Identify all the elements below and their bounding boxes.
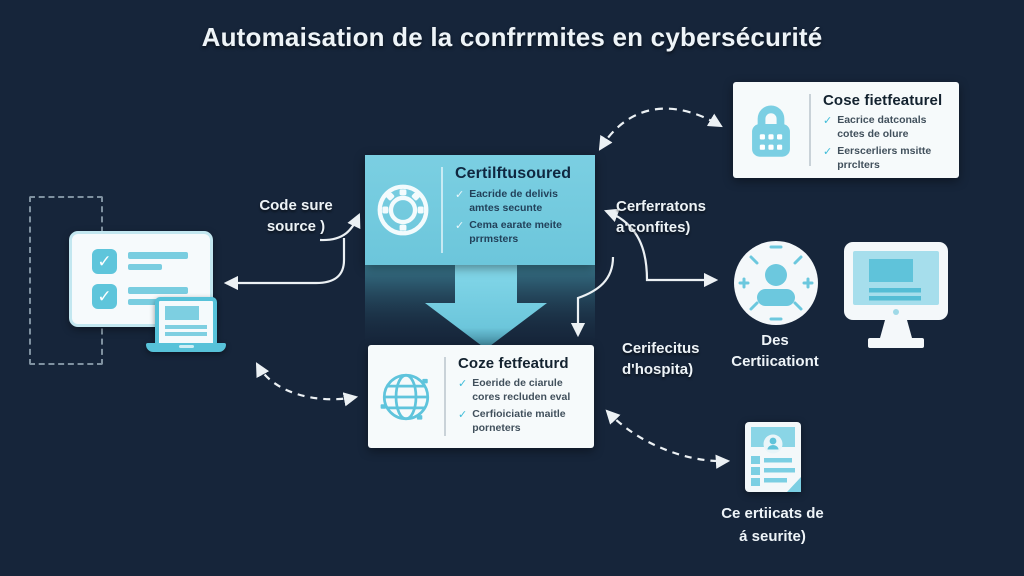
- card-item-text: Eacrice datconals cotes de olure: [837, 114, 927, 140]
- laptop-notch: [179, 345, 194, 348]
- check-icon: ✓: [455, 189, 465, 201]
- text-line-bar: [128, 287, 188, 294]
- label-des-certification: Des Certiicationt: [695, 330, 855, 372]
- card-title: Certilftusoured: [455, 165, 572, 182]
- checkbox-checked-icon: ✓: [92, 249, 117, 274]
- card-list-item: ✓ Eacrice datconals cotes de olure: [823, 114, 951, 141]
- card-divider: [809, 94, 811, 166]
- label-line: Cerifecitus: [622, 340, 700, 357]
- check-icon: ✓: [455, 220, 465, 233]
- label-line: Ce ertiicats de: [721, 505, 824, 522]
- card-item-text: Cerfioiciatie maitle porneters: [472, 408, 566, 434]
- card-title: Coze fetfeaturd: [458, 355, 569, 372]
- monitor-icon: [842, 240, 952, 358]
- check-icon: ✓: [458, 378, 468, 390]
- card-item-text: Eerscerliers msitte prrclters: [837, 145, 932, 171]
- laptop-screen-block: [165, 306, 199, 320]
- card-globe-features: Coze fetfeaturd ✓ Eoeride de ciarule cor…: [368, 345, 594, 448]
- card-divider: [444, 357, 446, 436]
- card-list-item: ✓ Cema earate meite prrmsters: [455, 219, 583, 246]
- card-list-item: ✓ Eoeride de ciarule cores recluden eval: [458, 377, 586, 404]
- card-list-item: ✓ Eacride de delivis amtes secunte: [455, 188, 583, 215]
- check-icon: ✓: [458, 409, 468, 422]
- label-line: Cerferratons: [616, 198, 707, 215]
- checkbox-checked-icon: ✓: [92, 284, 117, 309]
- card-title: Cose fietfeaturel: [823, 92, 943, 109]
- check-icon: ✓: [823, 115, 833, 127]
- card-list-item: ✓ Cerfioiciatie maitle porneters: [458, 408, 586, 435]
- laptop-screen-line: [165, 332, 207, 336]
- checklist-row: ✓: [92, 284, 202, 310]
- text-line-bar: [128, 252, 188, 259]
- label-hospita: Cerifecitus d'hospita): [622, 338, 742, 380]
- globe-icon: [368, 345, 444, 448]
- label-line: á seurite): [739, 528, 806, 546]
- label-certificate-securite: Ce ertiicats de á seurite): [690, 502, 855, 549]
- card-lock-features: Cose fietfeaturel ✓ Eacrice datconals co…: [733, 82, 959, 178]
- label-line: source ): [266, 218, 326, 235]
- lock-icon: [733, 82, 809, 178]
- card-item-text: Eacride de delivis amtes secunte: [469, 188, 558, 214]
- person-certification-icon: [731, 238, 821, 328]
- seal-wheel-icon: [365, 155, 441, 265]
- page-title: Automaisation de la confrrmites en cyber…: [201, 22, 823, 52]
- card-list-item: ✓ Eerscerliers msitte prrclters: [823, 145, 951, 172]
- laptop-screen-line: [165, 325, 207, 329]
- card-divider: [441, 167, 443, 253]
- laptop-icon: [146, 297, 226, 352]
- laptop-screen: [155, 297, 217, 347]
- checklist-row: ✓: [92, 249, 202, 275]
- label-code-source: Code sure source ): [236, 195, 356, 237]
- check-icon: ✓: [823, 146, 833, 159]
- label-confites: Cerferratons a'confites): [616, 196, 746, 238]
- card-certification-central: Certilftusoured ✓ Eacride de delivis amt…: [365, 155, 595, 265]
- label-line: Des: [761, 332, 789, 349]
- card-item-text: Cema earate meite prrmsters: [469, 219, 563, 245]
- label-line: a'confites): [616, 219, 691, 236]
- checklist-screen: ✓ ✓: [69, 231, 213, 327]
- certificate-document-icon: [744, 421, 802, 493]
- card-item-text: Eoeride de ciarule cores recluden eval: [472, 377, 571, 403]
- text-line-bar: [128, 299, 162, 305]
- label-line: d'hospita): [622, 361, 694, 378]
- label-line: Code sure: [259, 197, 333, 214]
- text-line-bar: [128, 264, 162, 270]
- label-line: Certiicationt: [731, 353, 819, 370]
